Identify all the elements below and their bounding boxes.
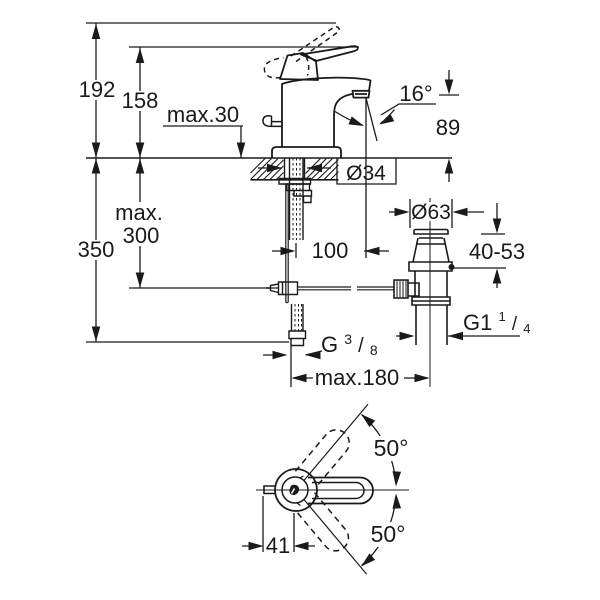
label-spout-height: 89	[436, 115, 460, 140]
lower-hose	[290, 304, 304, 331]
label-hose-length: 350	[78, 237, 115, 262]
waste-tailpiece	[415, 305, 448, 345]
hose-thread-prefix: G	[321, 332, 338, 357]
label-waste-thread: G1 1 / 4	[463, 301, 530, 336]
label-reach: max.180	[315, 365, 399, 390]
handle-raised-dashed	[263, 25, 341, 79]
faucet-body-outline	[281, 76, 372, 147]
waste-ring	[411, 296, 451, 306]
handle-lever	[300, 45, 359, 62]
waste-thread-slash: /	[512, 314, 518, 335]
label-lever-height: 158	[122, 88, 159, 113]
label-max-depth-value: 300	[123, 223, 160, 248]
faucet-body-circle	[274, 468, 318, 512]
dim-max30-lines	[163, 125, 243, 158]
lever-dashed-lower	[294, 492, 350, 552]
mounting-washer	[278, 177, 312, 185]
label-overall-height: 192	[79, 77, 116, 102]
dim-158-lines	[129, 46, 359, 158]
waste-cone	[412, 237, 450, 263]
label-handle-width: 41	[266, 533, 290, 558]
waste-thread-sub: 4	[523, 321, 530, 336]
waste-thread-sup: 1	[498, 309, 505, 324]
dim-350-lines	[86, 158, 289, 343]
dim-d63-lines	[389, 199, 484, 228]
waste-flange-end	[448, 264, 455, 270]
threaded-shank	[283, 158, 306, 240]
label-deck-thickness: max.30	[167, 102, 239, 127]
mounting-deck	[86, 157, 452, 181]
horizontal-rod	[297, 286, 394, 291]
waste-cap	[413, 228, 449, 239]
dimension-labels: 192 158 max.30 350 max. 300 Ø34 16° 89 1…	[78, 77, 531, 558]
label-max-depth-word: max.	[115, 200, 163, 225]
dim-41-lines	[242, 496, 315, 552]
mounting-bracket	[285, 183, 313, 204]
waste-flange	[408, 261, 453, 272]
faucet-body	[262, 25, 372, 158]
dim-16deg-lines	[334, 97, 436, 258]
swivel-radial-lines	[303, 403, 369, 575]
lever-inner-contour	[312, 481, 365, 500]
waste-body	[414, 271, 448, 297]
lower-hose-braid	[294, 304, 302, 331]
pop-up-rod	[285, 184, 289, 304]
label-swivel-lower: 50°	[371, 521, 406, 547]
detail-ticks	[296, 475, 304, 506]
waste-thread-prefix: G1	[463, 310, 492, 335]
faucet-inner-circle	[281, 476, 309, 504]
hose-braid	[292, 158, 301, 240]
label-hole-diameter: Ø34	[346, 162, 386, 185]
label-spout-angle: 16°	[399, 81, 432, 106]
pull-rod-top-view	[263, 485, 276, 495]
lever-top-view	[308, 476, 374, 505]
label-spout-projection: 100	[312, 238, 349, 263]
waste-knob-knurl	[396, 280, 407, 298]
label-hose-thread: G 3 / 8	[321, 324, 378, 358]
faucet-base-plate	[271, 146, 342, 158]
dim-4053-lines	[451, 203, 506, 288]
waste-valve	[393, 198, 455, 387]
rod-clamp	[266, 281, 299, 296]
label-backgrounds	[78, 80, 525, 555]
hose-thread-slash: /	[358, 335, 364, 357]
pull-rod-knob	[262, 115, 282, 128]
hose-thread-sub: 8	[370, 342, 378, 358]
supply-hose-and-rod	[266, 158, 394, 347]
label-swivel-upper: 50°	[374, 435, 409, 461]
hose-thread-sup: 3	[344, 331, 352, 347]
label-waste-diameter: Ø63	[411, 201, 451, 224]
label-waste-range: 40-53	[469, 239, 525, 264]
outlet-blob-highlight	[290, 488, 296, 494]
hose-fitting	[288, 330, 307, 347]
lever-dashed-upper	[294, 429, 350, 489]
handle-base	[279, 52, 319, 81]
